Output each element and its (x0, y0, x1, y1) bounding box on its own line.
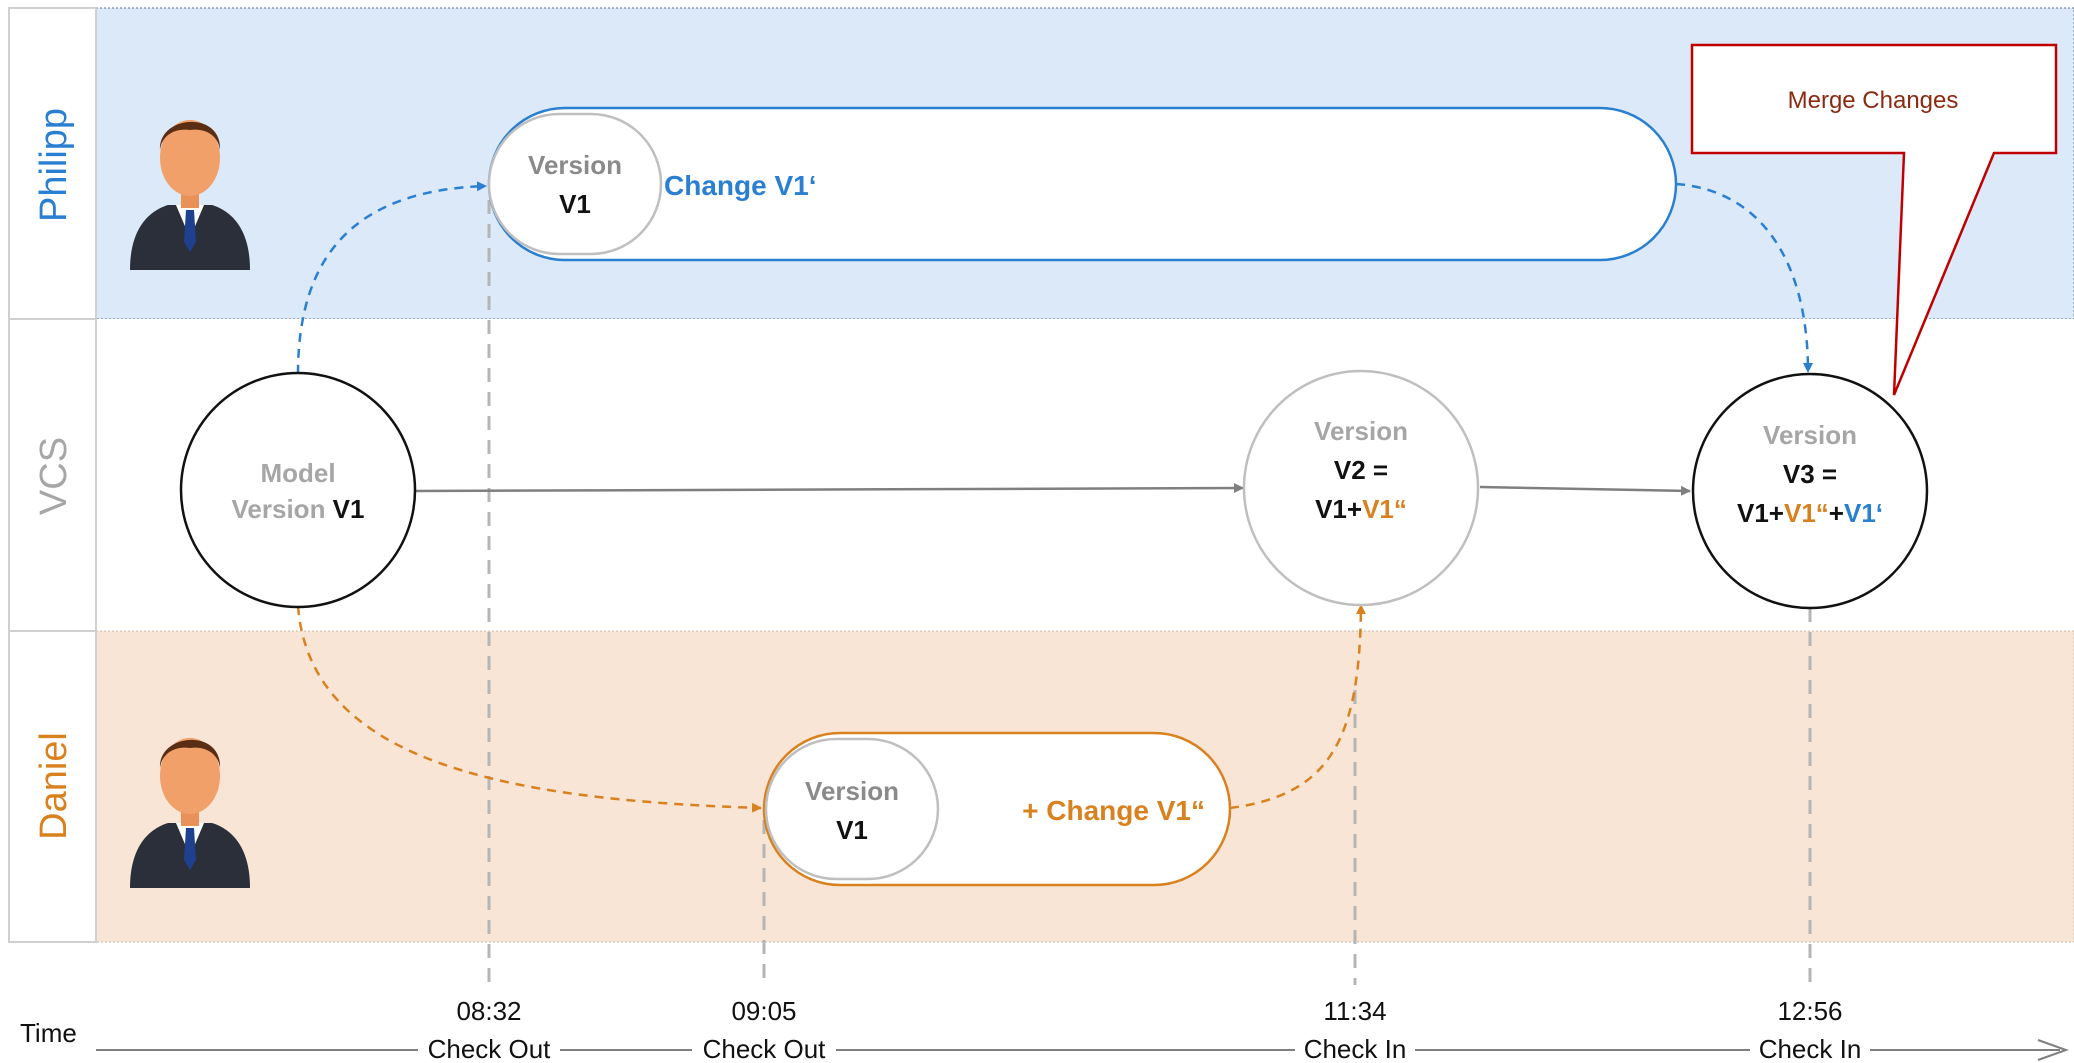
daniel-change-label: + Change V1“ (1022, 795, 1205, 826)
vcs-node-v2-line3: V1+V1“ (1315, 494, 1407, 524)
arrow-checkin-philipp (1675, 182, 1813, 373)
lane-label-vcs: VCS (33, 437, 75, 515)
vcs-node-v1 (179, 371, 417, 609)
vcs-node-v1-line2: Version V1 (232, 494, 365, 524)
arrow-checkout-philipp (296, 181, 487, 375)
vcs-node-v2 (1242, 369, 1480, 607)
avatar-daniel-icon (130, 738, 250, 888)
vcs-node-v1-line1: Model (260, 458, 335, 488)
arrow-v2-to-v3 (1479, 485, 1691, 496)
timeline-event-1256: 12:56 Check In (1750, 996, 1870, 1063)
timeline-time: 11:34 (1323, 996, 1386, 1026)
daniel-version-value: V1 (836, 815, 868, 845)
timeline-time: 09:05 (731, 996, 796, 1026)
vcs-node-v2-line2: V2 = (1334, 455, 1388, 485)
merge-callout (1690, 43, 2058, 396)
lane-header-vcs (8, 318, 97, 632)
timeline-action: Check Out (703, 1034, 827, 1063)
arrow-checkin-daniel (1229, 604, 1366, 810)
merge-callout-text: Merge Changes (1788, 87, 1959, 114)
arrow-v1-to-v2 (415, 483, 1244, 494)
timeline-arrowhead (2037, 1039, 2069, 1061)
vcs-node-v2-line1: Version (1314, 416, 1408, 446)
daniel-version-pill (764, 737, 940, 881)
vcs-node-v3-line3: V1+V1“+V1‘ (1737, 498, 1883, 528)
timeline-event-0832: 08:32 Check Out (418, 996, 560, 1063)
lane-header-philipp (8, 7, 97, 320)
timeline-action: Check Out (428, 1034, 552, 1063)
timeline-time: 12:56 (1777, 996, 1842, 1026)
philipp-version-value: V1 (559, 189, 591, 219)
lane-header-daniel (8, 630, 97, 943)
avatar-philipp-icon (130, 120, 250, 270)
vcs-node-v3-line1: Version (1763, 420, 1857, 450)
timeline-event-1134: 11:34 Check In (1295, 996, 1415, 1063)
daniel-version-label: Version (805, 776, 899, 806)
timeline-event-0905: 09:05 Check Out (692, 996, 836, 1063)
lane-label-philipp: Philipp (33, 108, 75, 222)
vcs-node-v3 (1691, 372, 1929, 610)
philipp-version-pill (487, 112, 663, 256)
philipp-version-label: Version (528, 150, 622, 180)
lane-label-daniel: Daniel (33, 732, 75, 840)
philipp-change-label: Change V1‘ (664, 170, 816, 201)
timeline-time: 08:32 (456, 996, 521, 1026)
timeline-label: Time (20, 1018, 77, 1048)
vcs-node-v3-line2: V3 = (1783, 459, 1837, 489)
timeline-action: Check In (1304, 1034, 1407, 1063)
timeline-action: Check In (1759, 1034, 1862, 1063)
